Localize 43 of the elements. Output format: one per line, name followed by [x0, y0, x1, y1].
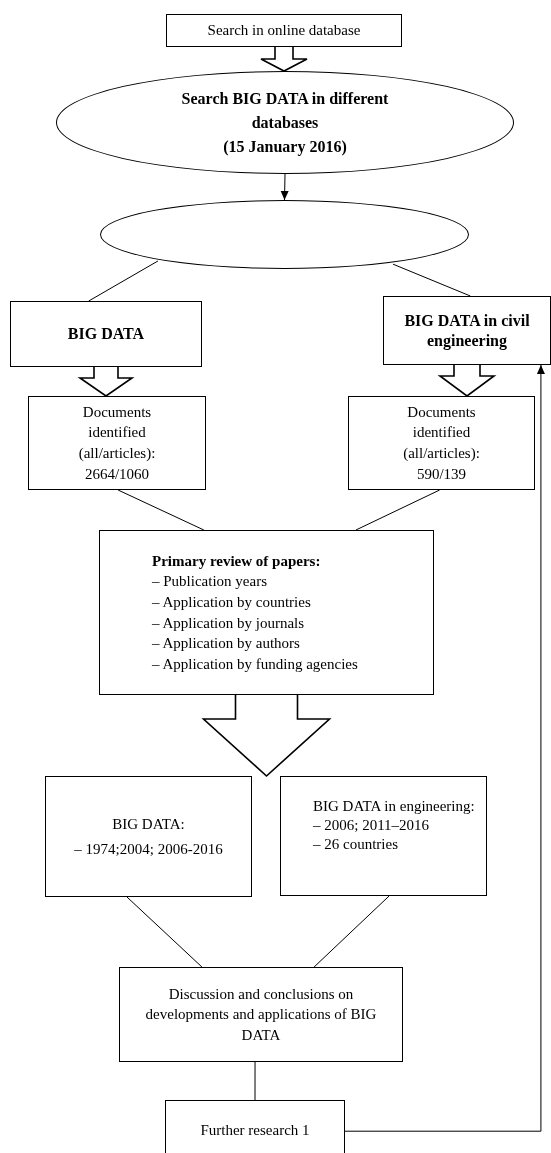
list-item: – Application by funding agencies [152, 654, 358, 674]
box-label: BIG DATA in civil engineering [403, 310, 531, 351]
box-label: Documents identified (all/articles): 590/139 [402, 402, 481, 484]
connector-line [117, 489, 205, 531]
process-box [10, 301, 202, 367]
box-label: Discussion and conclusions on developments and applications of BIG DATA [144, 984, 378, 1045]
box-label: Further research 1 [200, 1120, 310, 1140]
box-label: Search in online database [207, 21, 361, 41]
connector-line [126, 896, 203, 968]
list-item: – Application by authors [152, 634, 300, 654]
arrow [344, 364, 545, 1132]
box-label: Primary review of papers: [152, 551, 321, 571]
block-arrow [77, 366, 135, 397]
process-box [99, 530, 434, 695]
box-label: Documents identified (all/articles): 2664/1060 [77, 402, 157, 484]
result-box [280, 776, 487, 896]
box-label: BIG DATA [67, 324, 145, 344]
list-item: – 1974;2004; 2006-2016 [74, 839, 223, 859]
list-item: – Publication years [152, 572, 267, 592]
box-label: BIG DATA: [112, 814, 185, 834]
list-item: – 2006; 2011–2016 [313, 815, 430, 835]
box-label: Search BIG DATA in different databases [180, 88, 390, 133]
result-box [45, 776, 252, 897]
list-item: – Application by countries [152, 592, 311, 612]
connector-line [392, 263, 471, 297]
block-arrow [437, 364, 497, 397]
block-arrow [260, 46, 308, 72]
block-arrow [201, 694, 332, 778]
process-box [383, 296, 551, 365]
process-box [348, 396, 535, 490]
connector-line [88, 260, 159, 302]
process-box [165, 1100, 345, 1153]
process-box [28, 396, 206, 490]
list-item: – Application by journals [152, 613, 305, 633]
connector-line [313, 895, 390, 968]
list-item: (15 January 2016) [223, 136, 347, 158]
arrow [280, 173, 289, 201]
process-box [119, 967, 403, 1062]
box-label: BIG DATA in engineering: [313, 797, 475, 816]
connector-line [355, 489, 441, 531]
list-item: – 26 countries [313, 834, 398, 854]
process-box [166, 14, 402, 47]
connector-line [254, 1061, 256, 1101]
